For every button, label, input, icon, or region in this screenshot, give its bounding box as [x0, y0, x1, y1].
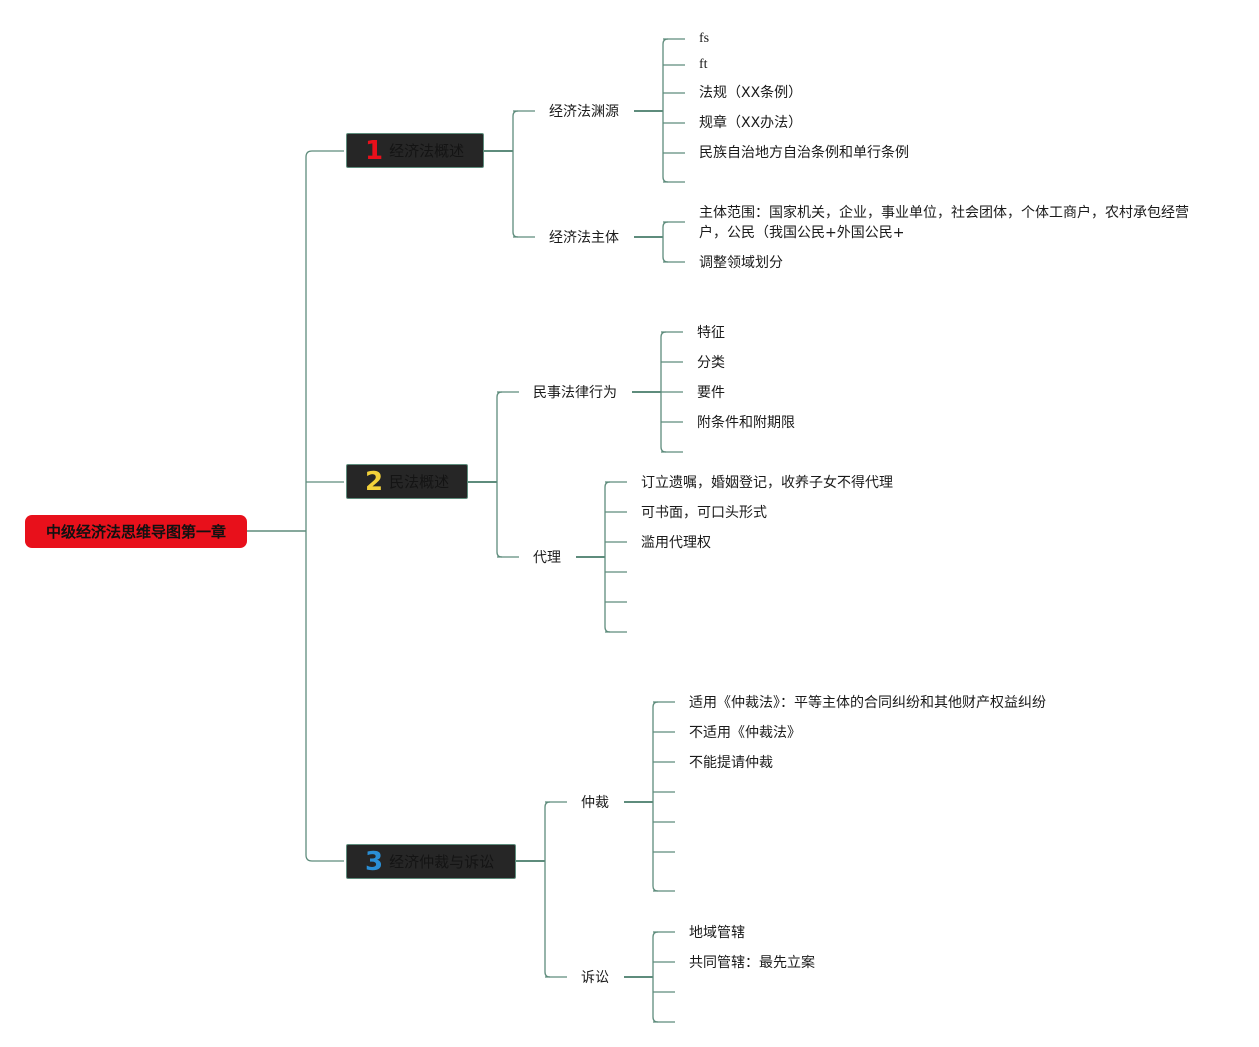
connector-line [544, 801, 551, 978]
leaf-item[interactable]: 民族自治地方自治条例和单行条例 [699, 145, 909, 161]
root-node[interactable]: 中级经济法思维导图第一章 [25, 515, 247, 548]
topic-civil-acts[interactable]: 民事法律行为 [533, 385, 617, 401]
connector-line [604, 481, 611, 633]
topic-subjects[interactable]: 经济法主体 [549, 230, 619, 246]
leaf-item[interactable]: 适用《仲裁法》：平等主体的合同纠纷和其他财产权益纠纷 [689, 695, 1046, 711]
leaf-item[interactable]: 不适用《仲裁法》 [689, 725, 801, 741]
chapter-1-label: 经济法概述 [389, 142, 465, 160]
leaf-item[interactable]: 规章（XX办法） [699, 115, 803, 131]
leaf-item[interactable]: 可书面，可口头形式 [641, 505, 767, 521]
connector-line [662, 38, 669, 183]
leaf-item[interactable]: fs [699, 31, 710, 46]
topic-arbitration[interactable]: 仲裁 [581, 795, 609, 811]
leaf-item[interactable]: 要件 [697, 385, 725, 401]
leaf-item[interactable]: 订立遗嘱，婚姻登记，收养子女不得代理 [641, 475, 893, 491]
topic-sources[interactable]: 经济法渊源 [549, 104, 619, 120]
connector-line [305, 150, 344, 862]
leaf-item[interactable]: 分类 [697, 355, 725, 371]
leaf-item[interactable]: 调整领域划分 [699, 255, 783, 271]
leaf-item[interactable]: 不能提请仲裁 [689, 755, 773, 771]
chapter-1-number: 1 [365, 135, 384, 166]
chapter-3-label: 经济仲裁与诉讼 [389, 853, 495, 871]
chapter-3-number: 3 [365, 846, 384, 877]
leaf-item[interactable]: 地域管辖 [689, 925, 745, 941]
connector-line [652, 931, 659, 1023]
connector-line [512, 110, 519, 238]
leaf-item[interactable]: 附条件和附期限 [697, 415, 795, 431]
root-label: 中级经济法思维导图第一章 [45, 523, 226, 541]
leaf-item[interactable]: ft [699, 57, 708, 72]
chapter-2-label: 民法概述 [389, 473, 450, 491]
leaf-item[interactable]: 法规（XX条例） [699, 85, 803, 101]
connector-line [496, 391, 503, 558]
topic-litigation[interactable]: 诉讼 [581, 970, 609, 986]
chapter-3-node[interactable]: 3 经济仲裁与诉讼 [346, 844, 516, 879]
topic-agency[interactable]: 代理 [533, 550, 561, 566]
connector-line [652, 701, 659, 892]
chapter-2-number: 2 [365, 466, 384, 497]
chapter-2-node[interactable]: 2 民法概述 [346, 464, 468, 499]
leaf-item[interactable]: 滥用代理权 [641, 535, 711, 551]
connector-line [662, 221, 669, 263]
leaf-item[interactable]: 特征 [697, 325, 725, 341]
leaf-item[interactable]: 共同管辖：最先立案 [689, 955, 815, 971]
chapter-1-node[interactable]: 1 经济法概述 [346, 133, 484, 168]
leaf-item[interactable]: 主体范围：国家机关，企业，事业单位，社会团体，个体工商户，农村承包经营户，公民（… [699, 205, 1189, 241]
